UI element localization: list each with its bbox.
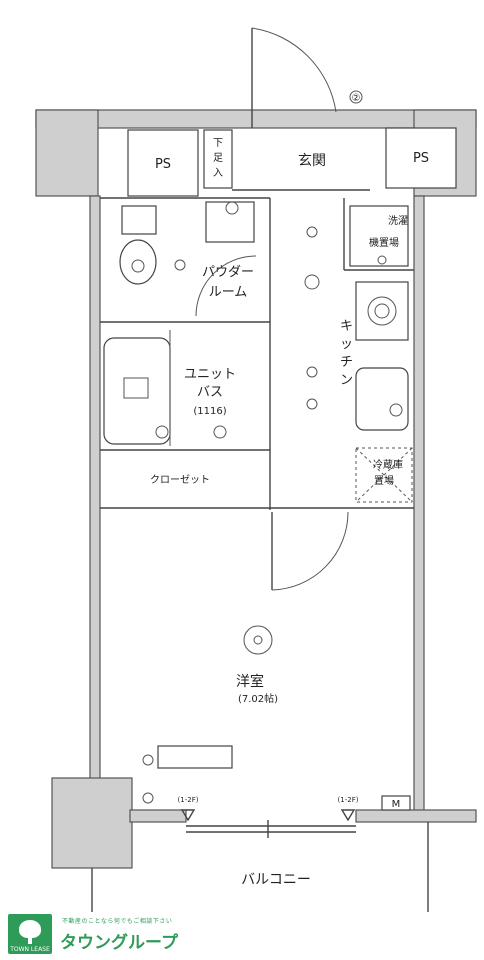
top-wall bbox=[35, 109, 477, 129]
entrance-door-arc bbox=[251, 27, 337, 113]
toilet-tank bbox=[121, 205, 157, 235]
bathtub bbox=[103, 337, 171, 445]
unit-bath-size: (1116) bbox=[193, 406, 226, 417]
laundry-drain-icon bbox=[377, 255, 387, 265]
entrance-label: 玄関 bbox=[298, 152, 326, 169]
outlet-1-icon bbox=[142, 754, 154, 766]
burner-icon bbox=[367, 296, 397, 326]
ceiling-light-2-icon bbox=[304, 274, 320, 290]
ps-left-box bbox=[127, 129, 199, 197]
powder-room-label-1: パウダー bbox=[202, 265, 254, 280]
faucet-icon bbox=[225, 201, 239, 215]
closet-label: クローゼット bbox=[150, 474, 210, 486]
left-upper-pillar bbox=[35, 109, 99, 197]
town-lease-logo: TOWN LEASE bbox=[8, 914, 52, 954]
room-light-icon bbox=[243, 625, 273, 655]
circled-marker bbox=[349, 90, 363, 104]
western-room-size: (7.02帖) bbox=[238, 692, 278, 705]
powder-door-arc bbox=[195, 255, 257, 317]
bath-faucet-icon bbox=[155, 425, 169, 439]
ps-right-box bbox=[385, 127, 457, 189]
kitchen-sink bbox=[355, 367, 409, 431]
vent-right-label: (1-2F) bbox=[338, 796, 359, 804]
bath-drain-icon bbox=[123, 377, 149, 399]
vent-right-icon bbox=[340, 809, 356, 822]
shoe-box bbox=[203, 129, 233, 189]
toilet-seat-icon bbox=[131, 259, 145, 273]
outlet-2-icon bbox=[142, 792, 154, 804]
kitchen-label-2: ッ bbox=[340, 337, 353, 352]
vent-left-label: (1-2F) bbox=[178, 796, 199, 804]
room-door-arc bbox=[271, 511, 349, 591]
fridge-label-1: 冷蔵庫 bbox=[373, 458, 403, 471]
stove bbox=[355, 281, 409, 341]
shoe-box-label-1: 下 bbox=[213, 138, 223, 149]
brand-tagline: 不動産のことなら何でもご相談下さい bbox=[62, 918, 173, 925]
balcony-label: バルコニー bbox=[241, 872, 311, 888]
toilet-bowl-icon bbox=[119, 239, 157, 285]
ceiling-light-1-icon bbox=[306, 226, 318, 238]
floor-plan: PS PS ② 下 足 入 玄関 洗濯 機置場 パウダー ルーム ユニット バス… bbox=[35, 27, 477, 912]
circled-marker-label: ② bbox=[352, 93, 361, 104]
meter-box bbox=[381, 795, 411, 811]
brand-name: タウングループ bbox=[60, 933, 178, 953]
interior-walls bbox=[100, 197, 414, 510]
powder-room-label-2: ルーム bbox=[209, 285, 248, 300]
western-room-label: 洋室 bbox=[236, 673, 264, 690]
logo-text: TOWN LEASE bbox=[10, 946, 50, 953]
sink-counter bbox=[205, 201, 255, 243]
laundry-label-2: 機置場 bbox=[369, 236, 399, 249]
ac-unit bbox=[157, 745, 233, 769]
light-icon bbox=[174, 259, 186, 271]
ps-left-label: PS bbox=[155, 157, 171, 172]
fridge-label-2: 置場 bbox=[374, 474, 394, 487]
burner-inner-icon bbox=[374, 303, 390, 319]
bath-shower-icon bbox=[213, 425, 227, 439]
exterior-walls bbox=[35, 109, 477, 869]
bottom-wall-right bbox=[355, 809, 477, 823]
unit-bath-label-2: バス bbox=[197, 385, 223, 400]
ceiling-light-4-icon bbox=[306, 398, 318, 410]
ps-right-label: PS bbox=[413, 151, 429, 166]
bottom-wall-left bbox=[129, 809, 187, 823]
vent-left-icon bbox=[180, 809, 196, 822]
shoe-box-label-3: 入 bbox=[213, 168, 223, 179]
shoe-box-label-2: 足 bbox=[213, 152, 223, 164]
fridge-cross-2 bbox=[355, 447, 413, 503]
room-light-center-icon bbox=[253, 635, 263, 645]
fridge-space bbox=[355, 447, 413, 503]
brand-footer: TOWN LEASE 不動産のことなら何でもご相談下さい タウングループ bbox=[8, 912, 228, 956]
kitchen-faucet-icon bbox=[389, 403, 403, 417]
laundry-area bbox=[349, 205, 409, 267]
right-wall bbox=[413, 195, 425, 817]
kitchen-label-4: ン bbox=[340, 373, 353, 388]
unit-bath-label-1: ユニット bbox=[184, 367, 236, 382]
left-wall bbox=[89, 195, 101, 781]
tree-icon bbox=[19, 920, 41, 938]
kitchen-label-1: キ bbox=[340, 319, 353, 334]
ceiling-light-3-icon bbox=[306, 366, 318, 378]
left-lower-pillar bbox=[51, 777, 133, 869]
laundry-label-1: 洗濯 bbox=[388, 215, 408, 227]
kitchen-label-3: チ bbox=[340, 355, 353, 370]
meter-label: M bbox=[392, 799, 401, 810]
